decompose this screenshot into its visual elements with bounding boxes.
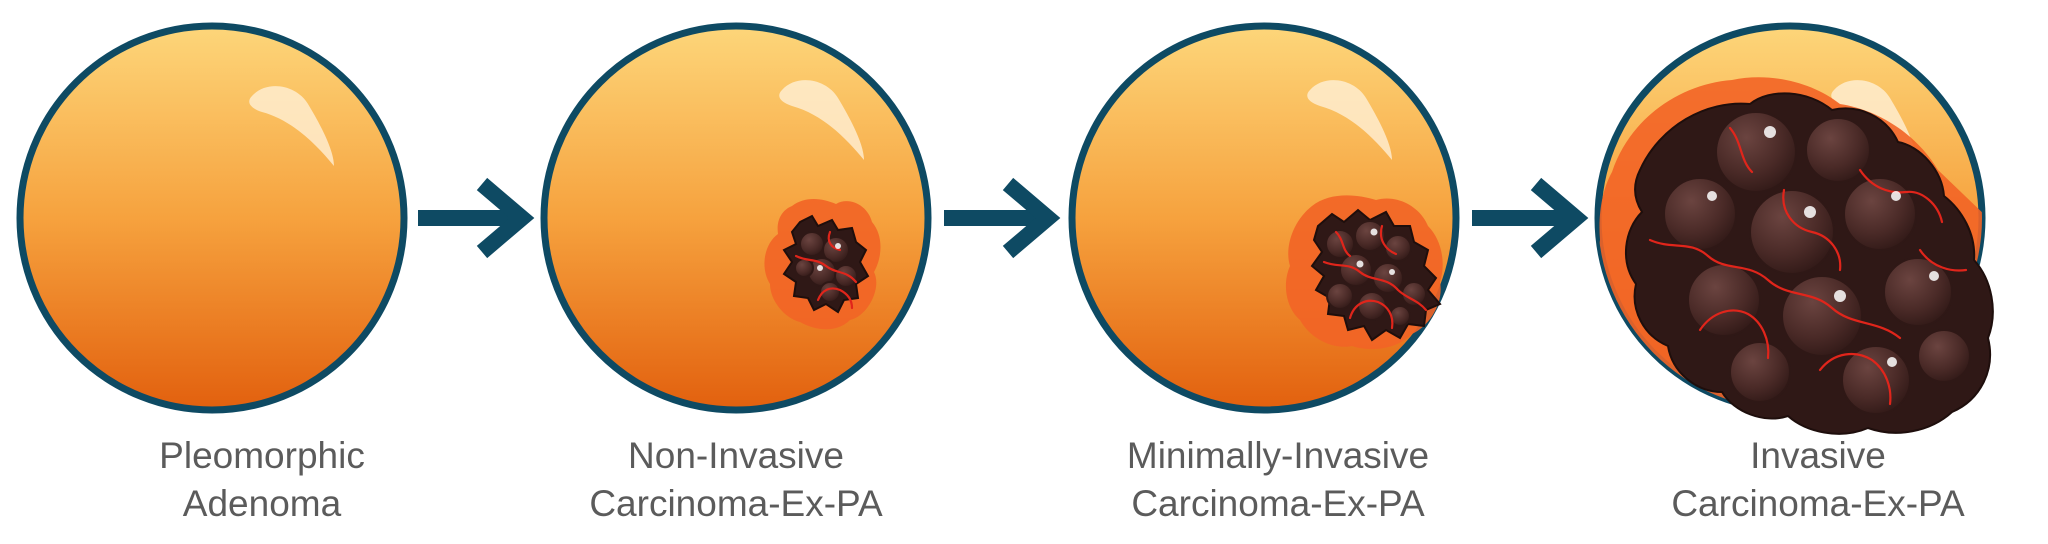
- stage-label-pleomorphic-adenoma: Pleomorphic Adenoma: [52, 432, 472, 528]
- arrow-right-icon: [418, 177, 535, 259]
- stage-label-line1: Minimally-Invasive: [1126, 435, 1430, 476]
- stage-label-line1: Pleomorphic: [159, 435, 365, 476]
- stage-label-line2: Carcinoma-Ex-PA: [1131, 483, 1425, 524]
- arrow-right-icon: [1472, 177, 1589, 259]
- tumor-medium: [1285, 195, 1443, 350]
- stage-3-sphere: [1068, 22, 1460, 414]
- stage-1-sphere: [16, 22, 408, 414]
- stage-label-invasive: Invasive Carcinoma-Ex-PA: [1608, 432, 2028, 528]
- arrow-right-icon: [944, 177, 1061, 259]
- highlight-shape: [779, 80, 864, 160]
- stage-label-line1: Invasive: [1750, 435, 1886, 476]
- stage-label-line2: Carcinoma-Ex-PA: [589, 483, 883, 524]
- tumor-small: [764, 199, 881, 330]
- stage-label-line2: Adenoma: [182, 483, 342, 524]
- stage-4-sphere: [1594, 22, 1994, 435]
- stage-label-line1: Non-Invasive: [628, 435, 844, 476]
- highlight-shape: [249, 86, 334, 166]
- highlight-shape: [1307, 80, 1392, 160]
- highlight-shape: [1831, 80, 1916, 160]
- stage-label-line2: Carcinoma-Ex-PA: [1671, 483, 1965, 524]
- tumor-large: [1598, 77, 1994, 435]
- stage-label-minimally-invasive: Minimally-Invasive Carcinoma-Ex-PA: [1068, 432, 1488, 528]
- stage-2-sphere: [540, 22, 932, 414]
- stage-label-non-invasive: Non-Invasive Carcinoma-Ex-PA: [526, 432, 946, 528]
